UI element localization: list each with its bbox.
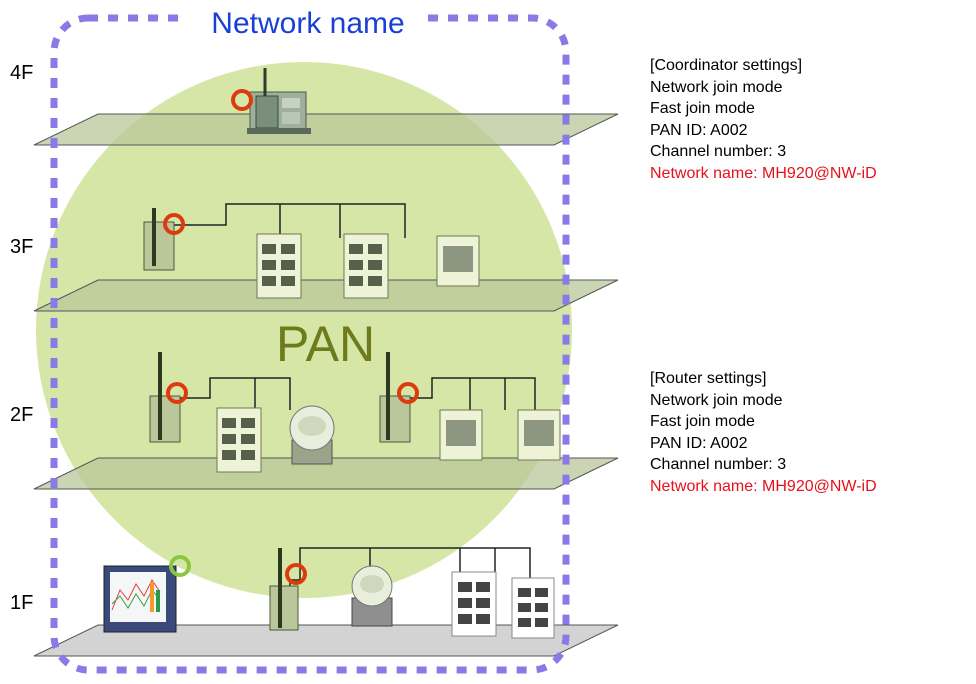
router-join-mode: Network join mode [650, 391, 783, 409]
floor-plane-3f [33, 279, 619, 312]
floor-label-4f: 4F [10, 62, 34, 84]
floor-planes [33, 113, 619, 657]
router-2f-right [379, 352, 411, 443]
router-network-name: Network name: MH920@NW-iD [650, 477, 877, 495]
router-pan-id: PAN ID: A002 [650, 434, 748, 452]
sensor-2f-b [439, 409, 483, 461]
sensor-1f-a [451, 571, 497, 637]
router-2f-left-ring [166, 382, 188, 404]
coordinator-fast-join: Fast join mode [650, 100, 755, 117]
coordinator-pan-id: PAN ID: A002 [650, 121, 748, 139]
pan-label: PAN [276, 316, 376, 372]
meter-2f [289, 405, 335, 465]
sensor-1f-b [511, 577, 555, 639]
sensor-3f-a [256, 233, 302, 299]
coordinator-settings: [Coordinator settings] Network join mode… [650, 55, 877, 184]
recorder-1f [103, 565, 177, 633]
coordinator-heading: [Coordinator settings] [650, 57, 803, 74]
coordinator-channel: Channel number: 3 [650, 143, 787, 160]
router-heading: [Router settings] [650, 370, 767, 387]
router-3f-ring [163, 213, 185, 235]
floor-plane-4f [33, 113, 619, 146]
coordinator-antenna-ring [231, 89, 253, 111]
floor-label-3f: 3F [10, 236, 34, 258]
router-2f-right-ring [397, 382, 419, 404]
router-channel: Channel number: 3 [650, 456, 787, 473]
coordinator-network-name: Network name: MH920@NW-iD [650, 164, 877, 182]
floor-label-2f: 2F [10, 404, 34, 426]
sensor-3f-c [436, 235, 480, 287]
coordinator-join-mode: Network join mode [650, 78, 783, 96]
network-name-title: Network name [188, 4, 428, 44]
sensor-2f-a [216, 407, 262, 473]
recorder-ring [169, 555, 191, 577]
floor-label-1f: 1F [10, 592, 34, 614]
router-fast-join: Fast join mode [650, 413, 755, 430]
sensor-3f-b [343, 233, 389, 299]
router-settings: [Router settings] Network join mode Fast… [650, 368, 877, 497]
coordinator-device [247, 68, 311, 134]
router-1f-ring [285, 563, 307, 585]
meter-1f [351, 565, 393, 627]
sensor-2f-c [517, 409, 561, 461]
router-1f [269, 548, 299, 631]
